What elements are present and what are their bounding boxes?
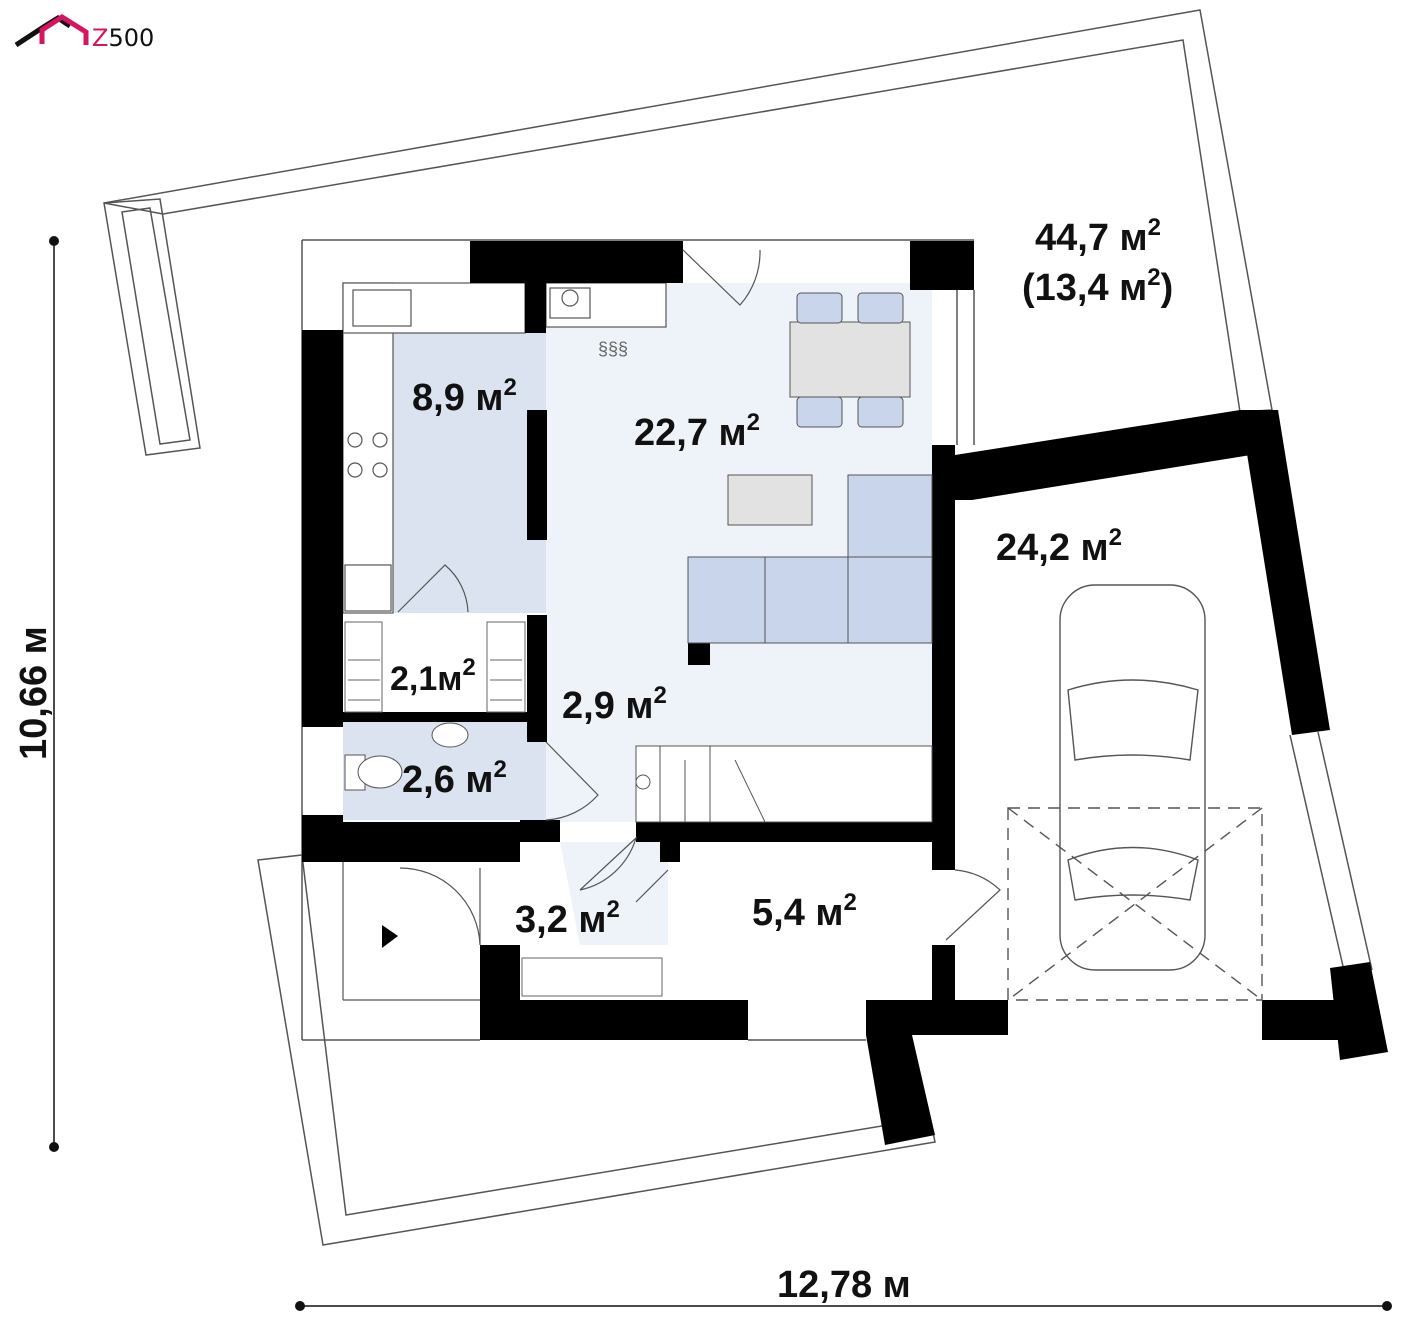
dimension-height-label: 10,66 м <box>13 626 55 760</box>
room-area-kitchen: 8,9 м2 <box>412 374 517 419</box>
hood-icon: §§§ <box>598 339 628 359</box>
room-area-utility: 5,4 м2 <box>752 889 857 934</box>
room-area-living: 22,7 м2 <box>634 409 760 454</box>
z500-logo: Z500 <box>14 14 154 52</box>
stairs <box>635 745 933 823</box>
walls <box>302 241 1388 1145</box>
entrance-arrow-icon <box>382 925 398 948</box>
room-area-garage: 24,2 м2 <box>996 524 1122 569</box>
room-area-terrace: 44,7 м2 <box>1035 214 1161 259</box>
dimension-width-label: 12,78 м <box>777 1264 911 1306</box>
doors <box>342 249 1001 1001</box>
toilet-icon <box>344 722 469 791</box>
room-area-wc: 2,6 м2 <box>402 756 507 801</box>
vestibule-fill <box>560 842 668 945</box>
room-area-terrace-covered: (13,4 м2) <box>1022 264 1173 309</box>
sink-icon <box>352 289 412 327</box>
pantry-shelves <box>344 621 663 997</box>
dining-table <box>789 292 911 428</box>
sofa <box>687 474 933 644</box>
coffee-table <box>727 474 813 526</box>
kitchen-fill <box>393 333 546 613</box>
fridge-icon <box>344 564 392 612</box>
dimension-width: 12,78 м <box>295 1264 1392 1311</box>
dimension-height: 10,66 м <box>13 236 59 1152</box>
stove-icon <box>347 432 363 448</box>
logo-text: Z500 <box>92 24 154 52</box>
room-area-hall: 2,9 м2 <box>562 682 667 727</box>
room-area-vestibule: 3,2 м2 <box>515 896 620 941</box>
hall-fill <box>546 746 636 822</box>
car-icon <box>1007 584 1263 1001</box>
room-area-pantry: 2,1м2 <box>390 654 476 698</box>
